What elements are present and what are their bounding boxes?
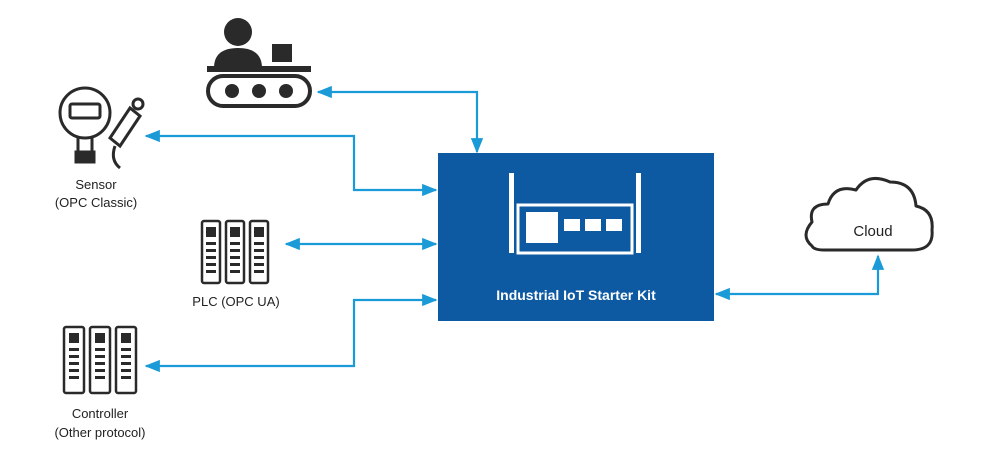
operator-conveyor-icon bbox=[206, 18, 312, 108]
sensor-label-line1: Sensor bbox=[75, 177, 117, 192]
sensor-label-line2: (OPC Classic) bbox=[55, 195, 137, 210]
controller-label-line2: (Other protocol) bbox=[54, 425, 145, 440]
hub-node: Industrial IoT Starter Kit bbox=[438, 153, 714, 321]
connector-hub-cloud bbox=[714, 254, 885, 301]
cloud-label: Cloud bbox=[853, 223, 892, 240]
cloud-icon bbox=[804, 176, 934, 252]
gateway-router-icon bbox=[509, 173, 641, 255]
connector-operator-hub bbox=[316, 85, 484, 154]
controller-label-line1: Controller bbox=[72, 406, 129, 421]
hub-label: Industrial IoT Starter Kit bbox=[496, 287, 656, 303]
plc-rack-icon bbox=[200, 219, 270, 285]
controller-rack-icon bbox=[62, 325, 138, 395]
connector-controller-hub bbox=[144, 293, 438, 373]
plc-label: PLC (OPC UA) bbox=[192, 294, 279, 309]
pressure-sensor-icon bbox=[58, 86, 145, 170]
hub-box bbox=[438, 153, 714, 321]
connectors bbox=[144, 85, 885, 373]
connector-sensor-hub bbox=[144, 129, 438, 197]
